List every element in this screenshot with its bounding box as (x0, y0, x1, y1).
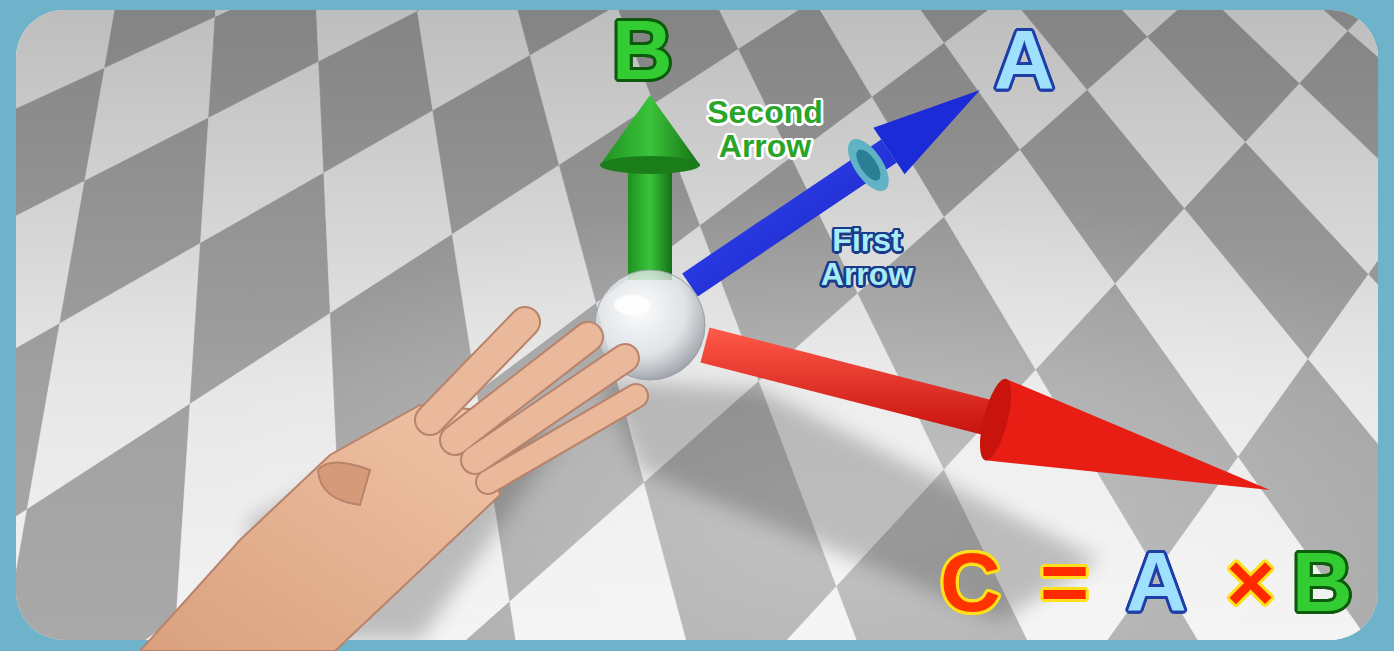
floor-shading (16, 10, 1378, 640)
equation-sign: = (1040, 540, 1089, 624)
arrow-caption: First Arrow (792, 224, 942, 292)
vector-name: B (612, 8, 673, 92)
arrow-a-head (873, 90, 980, 174)
arrow-c-head (985, 379, 1270, 490)
arrow-b-shaft (628, 160, 672, 280)
vector-name: A (994, 18, 1055, 102)
right-hand (140, 322, 636, 651)
arrow-c-head-base (974, 376, 1018, 463)
equation-sign: × (1226, 540, 1275, 624)
finger-outlines (430, 322, 636, 482)
arrow-b-head (600, 95, 700, 165)
panel (16, 10, 1378, 640)
arrow-caption: Second Arrow (690, 96, 840, 164)
arrow-b-head-base (600, 156, 700, 174)
arrow-a-ring-hole (852, 146, 885, 185)
hand-thumb (318, 463, 370, 506)
checkerboard (16, 10, 1378, 640)
arrow-c-shaft (701, 328, 1010, 440)
floor (16, 10, 1378, 640)
equation-term: C (940, 540, 1001, 624)
floor-light (16, 10, 1378, 640)
finger (488, 396, 636, 482)
equation-term: B (1292, 540, 1353, 624)
equation-term: A (1126, 540, 1187, 624)
sphere-highlight (614, 295, 650, 315)
fingers (430, 322, 636, 482)
